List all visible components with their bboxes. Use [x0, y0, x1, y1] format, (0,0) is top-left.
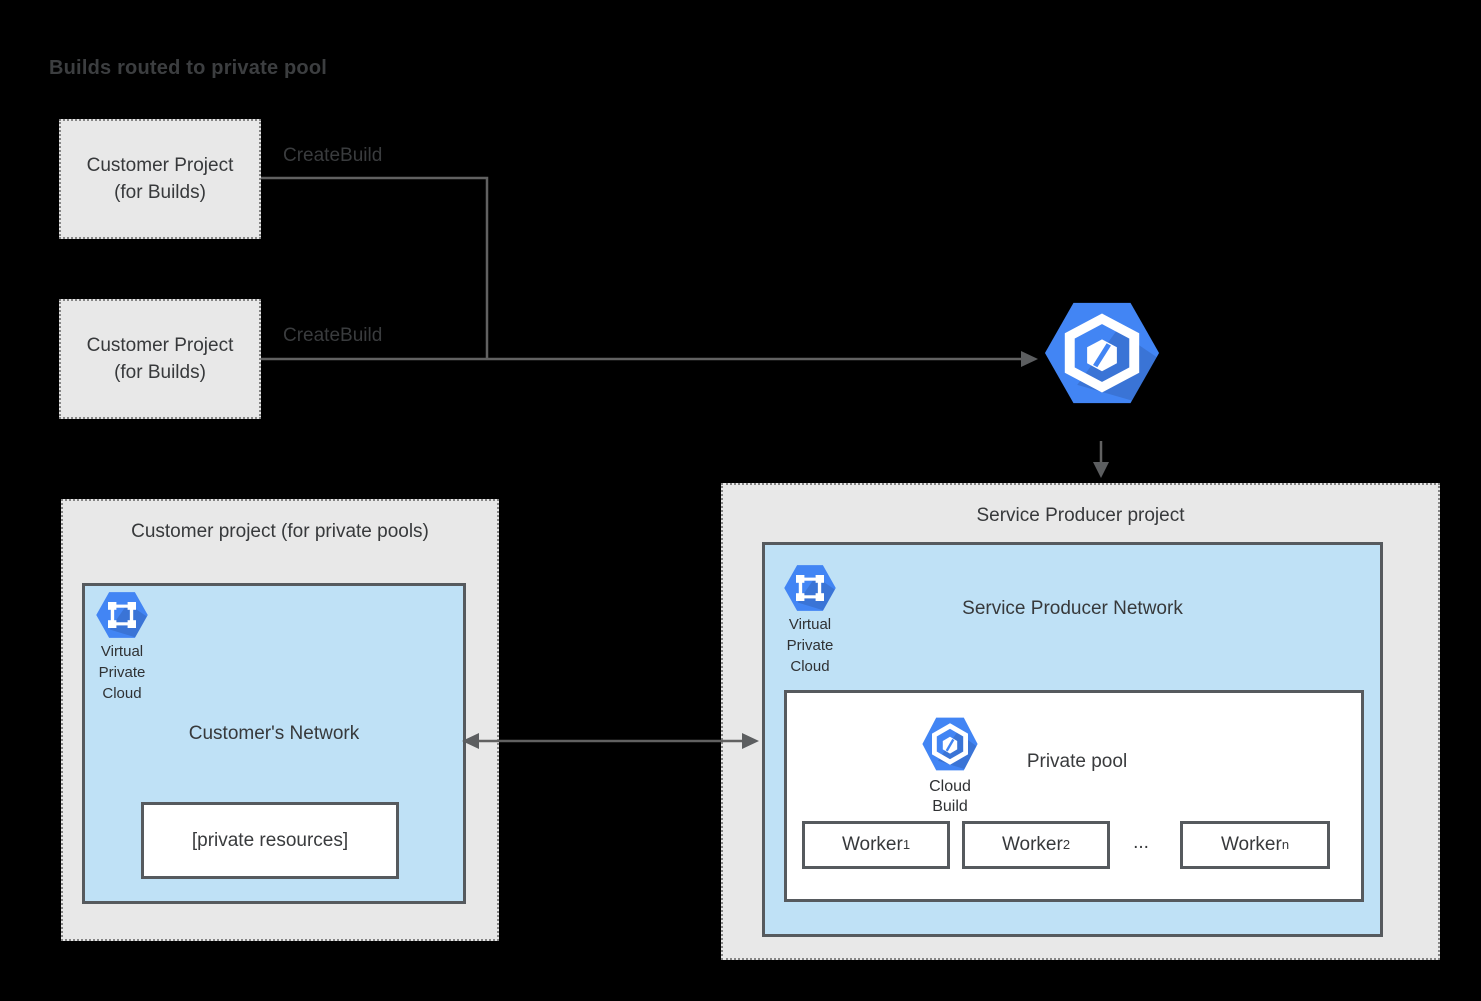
- createbuild-label-1: CreateBuild: [283, 145, 383, 166]
- box-label-line2: (for Builds): [114, 182, 206, 203]
- vpc-icon-caption: Virtual Private Cloud: [98, 643, 146, 702]
- customers-network-title: Customer's Network: [188, 723, 360, 744]
- createbuild-label-2: CreateBuild: [283, 325, 383, 346]
- customer-project-title: Customer project (for private pools): [131, 521, 429, 542]
- diagram-title: Builds routed to private pool: [49, 57, 328, 79]
- service-producer-title: Service Producer project: [976, 505, 1185, 526]
- customer-build-project-box-1: Customer Project (for Builds): [59, 119, 261, 239]
- cloud-build-caption: Cloud Build: [929, 778, 971, 815]
- cloud-build-icon-small: [920, 714, 980, 774]
- box-label-line1: Customer Project: [86, 155, 234, 176]
- customers-network-box: Virtual Private Cloud Customer's Network…: [82, 583, 466, 904]
- customer-build-project-box-2: Customer Project (for Builds): [59, 299, 261, 419]
- private-resources-box: [private resources]: [141, 802, 399, 879]
- vpc-icon-caption: Virtual Private Cloud: [786, 616, 834, 675]
- box-label-line2: (for Builds): [114, 362, 206, 383]
- service-producer-network-title: Service Producer Network: [962, 598, 1183, 619]
- vpc-icon: [94, 589, 150, 641]
- private-resources-label: [private resources]: [191, 829, 349, 851]
- customer-private-pool-project: Customer project (for private pools) Vir…: [61, 499, 499, 941]
- service-producer-network-box: Virtual Private Cloud Service Producer N…: [762, 542, 1383, 937]
- cloud-build-icon: [1040, 296, 1164, 410]
- box-label-line1: Customer Project: [86, 335, 234, 356]
- worker-ellipsis: ...: [1133, 832, 1149, 853]
- private-pool-title: Private pool: [1026, 751, 1128, 772]
- service-producer-project: Service Producer project Virtual Private…: [721, 483, 1440, 960]
- arrowhead-down: [1093, 462, 1109, 478]
- arrowhead-to-cloud-build: [1021, 351, 1038, 367]
